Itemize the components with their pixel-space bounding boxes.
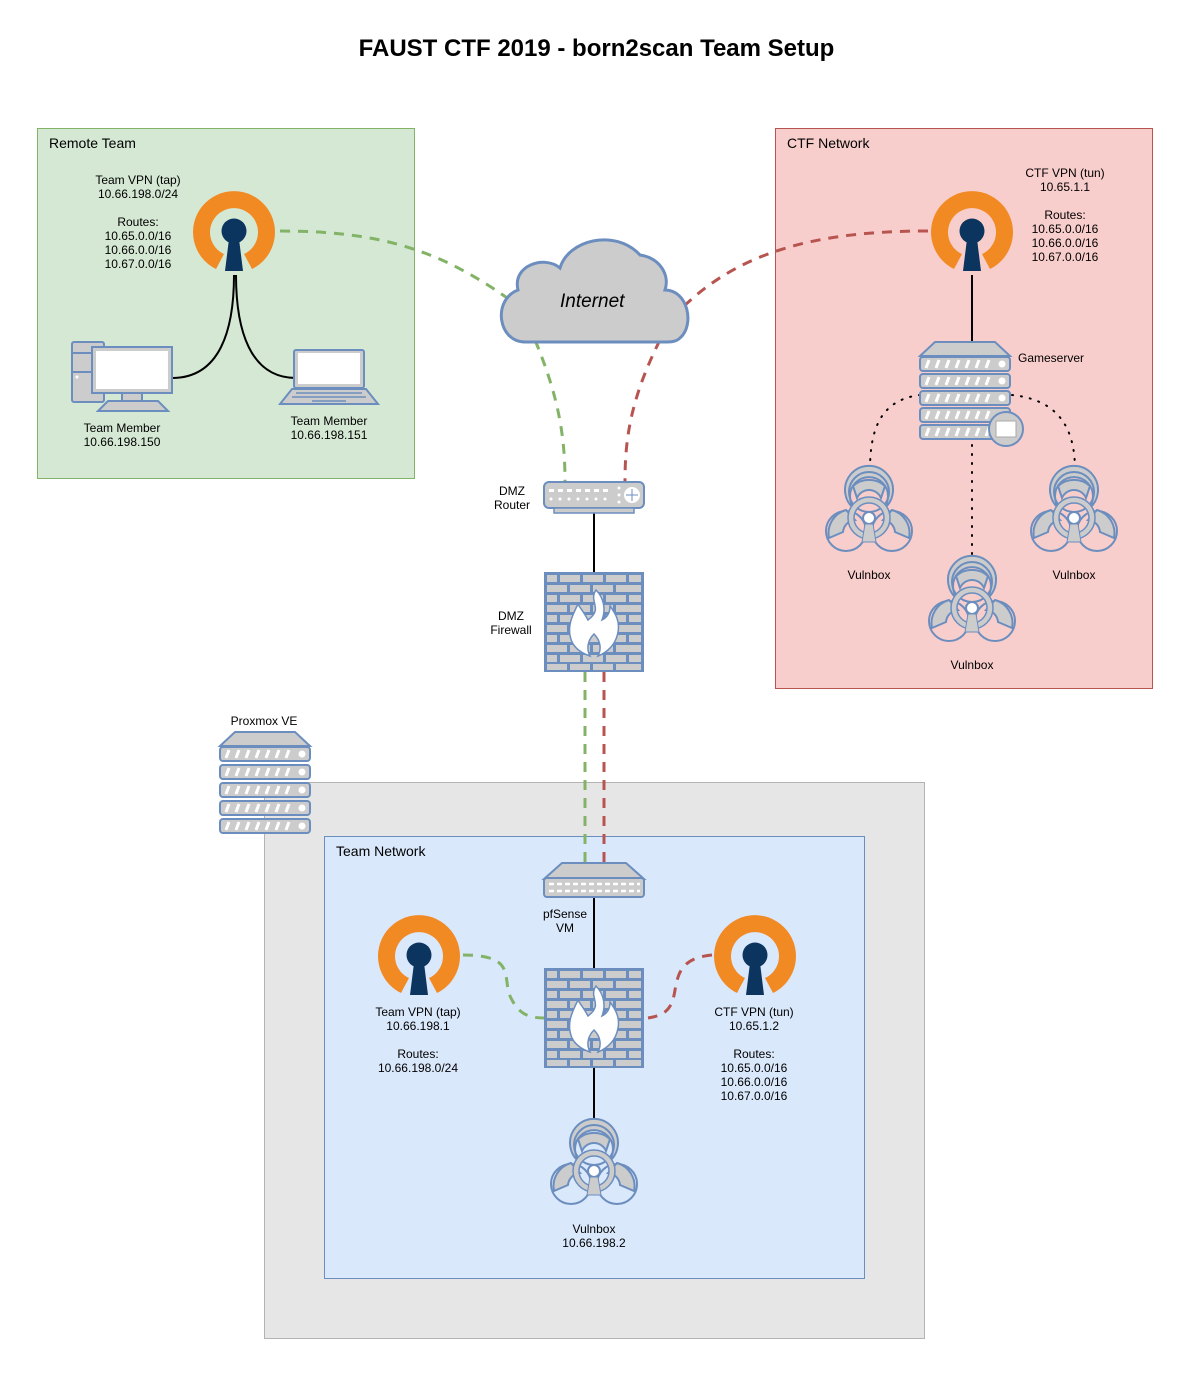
gameserver-icon [917,341,1024,447]
laptop-icon [277,349,381,405]
team-vpn-tap-label: Team VPN (tap) 10.66.198.1 Routes: 10.66… [375,1005,461,1075]
member-laptop-label: Team Member 10.66.198.151 [290,414,368,442]
team-network-label: Team Network [336,843,426,859]
dmz-firewall-label: DMZ Firewall [490,609,532,637]
internet-cloud-icon [499,238,690,344]
proxmox-server-icon [217,731,313,835]
link-vpn-desktop [171,274,235,379]
link-ctf-vpn-firewall [647,953,713,1020]
pfsense-label: pfSense VM [542,907,588,935]
link-ctf-vpn-internet [678,229,929,312]
vulnbox-left-label: Vulnbox [847,568,891,582]
openvpn-icon [714,915,796,995]
remote-team-label: Remote Team [49,135,136,151]
team-vulnbox-label: Vulnbox 10.66.198.2 [562,1222,626,1250]
gameserver-label: Gameserver [1018,351,1085,365]
vulnbox-center-label: Vulnbox [950,658,994,672]
openvpn-icon [931,191,1013,271]
link-internet-router-team [533,339,567,483]
ctf-network-label: CTF Network [787,135,870,151]
dmz-router-label: DMZ Router [493,484,531,512]
remote-team-group [37,128,415,479]
pfsense-switch-icon [541,862,647,898]
remote-vpn-label: Team VPN (tap) 10.66.198.0/24 Routes: 10… [95,173,181,271]
ctf-vpn-client-label: CTF VPN (tun) 10.65.1.2 Routes: 10.65.0.… [714,1005,794,1103]
dmz-firewall-icon [543,571,645,673]
desktop-computer-icon [71,341,173,412]
vulnbox-right-label: Vulnbox [1052,568,1096,582]
openvpn-icon [378,915,460,995]
link-internet-router-ctf [623,339,662,483]
ctf-vpn-server-label: CTF VPN (tun) 10.65.1.1 Routes: 10.65.0.… [1025,166,1105,264]
dmz-router-icon [543,481,645,514]
internet-label: Internet [560,291,625,312]
openvpn-icon [193,191,275,271]
diagram-title: FAUST CTF 2019 - born2scan Team Setup [358,35,835,62]
proxmox-label: Proxmox VE [230,714,298,728]
link-remote-vpn-internet [279,229,511,302]
team-firewall-icon [543,967,645,1069]
link-vpn-laptop [235,274,297,379]
member-desktop-label: Team Member 10.66.198.150 [83,421,161,449]
link-team-vpn-firewall [462,953,545,1020]
